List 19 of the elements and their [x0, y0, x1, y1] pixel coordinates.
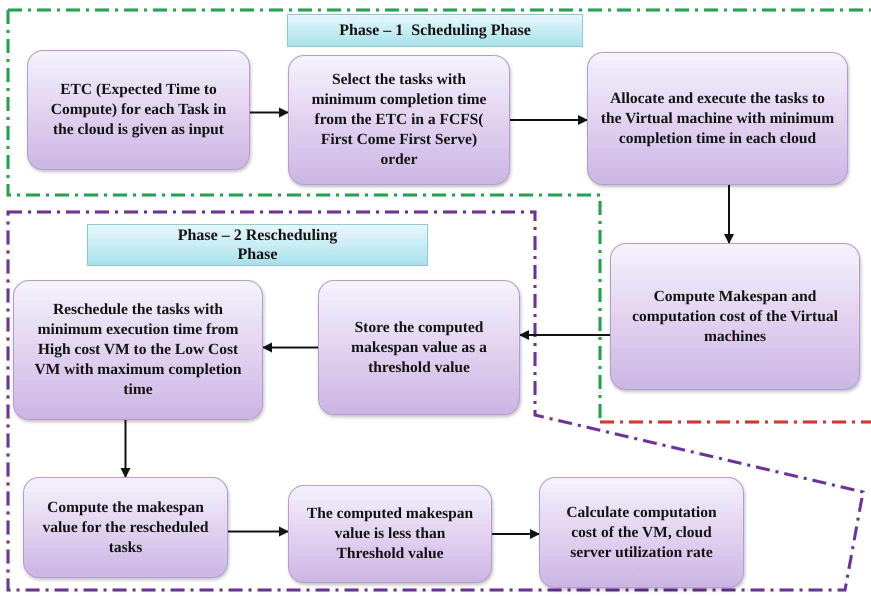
process-box: ETC (Expected Time to Compute) for each Task in the cloud is given as input	[27, 50, 250, 170]
process-box: The computed makespan value is less than Threshold value	[288, 485, 492, 583]
process-box: Compute Makespan and computation cost of the Virtual machines	[610, 243, 860, 390]
arrow	[262, 342, 318, 352]
process-box: Store the computed makespan value as a threshold value	[318, 280, 520, 415]
process-box: Calculate computation cost of the VM, cloud server utilization rate	[539, 477, 744, 588]
process-box: Compute the makespan value for the rescheduled tasks	[23, 477, 228, 578]
arrow	[519, 330, 610, 340]
arrow	[120, 420, 130, 478]
arrow	[510, 115, 588, 125]
process-box: Select the tasks with minimum completion time from the ETC in a FCFS( First Come First Serve) order	[288, 55, 510, 185]
arrow	[250, 108, 289, 118]
arrow	[724, 185, 734, 244]
phase-heading: Phase – 1 Scheduling Phase	[287, 14, 583, 47]
arrow	[228, 526, 289, 536]
process-box: Reschedule the tasks with minimum execution time from High cost VM to the Low Cost VM with maximum completion time	[13, 280, 263, 420]
phase-heading: Phase – 2 Rescheduling Phase	[87, 224, 428, 266]
process-box: Allocate and execute the tasks to the Virtual machine with minimum completion time in each cloud	[587, 52, 848, 185]
arrow	[492, 529, 540, 539]
